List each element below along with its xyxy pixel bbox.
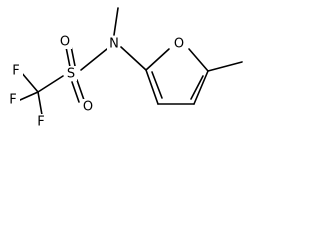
atom-f3-label: F [37,115,44,130]
atom-labels: F F F S O O N O [8,34,186,130]
atom-f2-label: F [9,93,16,108]
bond-c-s [37,75,64,93]
bond-s-o1-a [65,46,71,68]
bond-c3-c2 [145,69,159,105]
bond-s-o2-a [71,81,80,103]
chemical-structure-diagram: F F F S O O N O [8,7,243,130]
atom-ring-o-label: O [174,37,184,52]
bond-n-methyl [113,7,119,36]
bonds [19,7,243,116]
atom-o1-label: O [60,35,70,50]
atom-n-label: N [109,37,119,52]
bond-c-f3 [37,91,43,116]
bond-c5-methyl [207,61,243,72]
atom-s-label: S [67,67,75,82]
bond-c4-c4-inner [190,75,204,100]
bond-c5-c4 [193,70,209,105]
atom-f1-label: F [12,64,19,79]
bond-s-o2-b [76,79,85,101]
bond-c-f1 [20,71,39,93]
bond-c3-c2-inner [151,71,163,99]
bond-s-n [80,48,108,71]
bond-n-c2 [120,46,147,71]
bond-c-f2 [19,91,39,101]
bond-o-c5 [188,48,209,72]
bond-s-o1-b [70,45,76,67]
atom-o2-label: O [83,100,93,115]
bond-c2-o [145,48,170,71]
